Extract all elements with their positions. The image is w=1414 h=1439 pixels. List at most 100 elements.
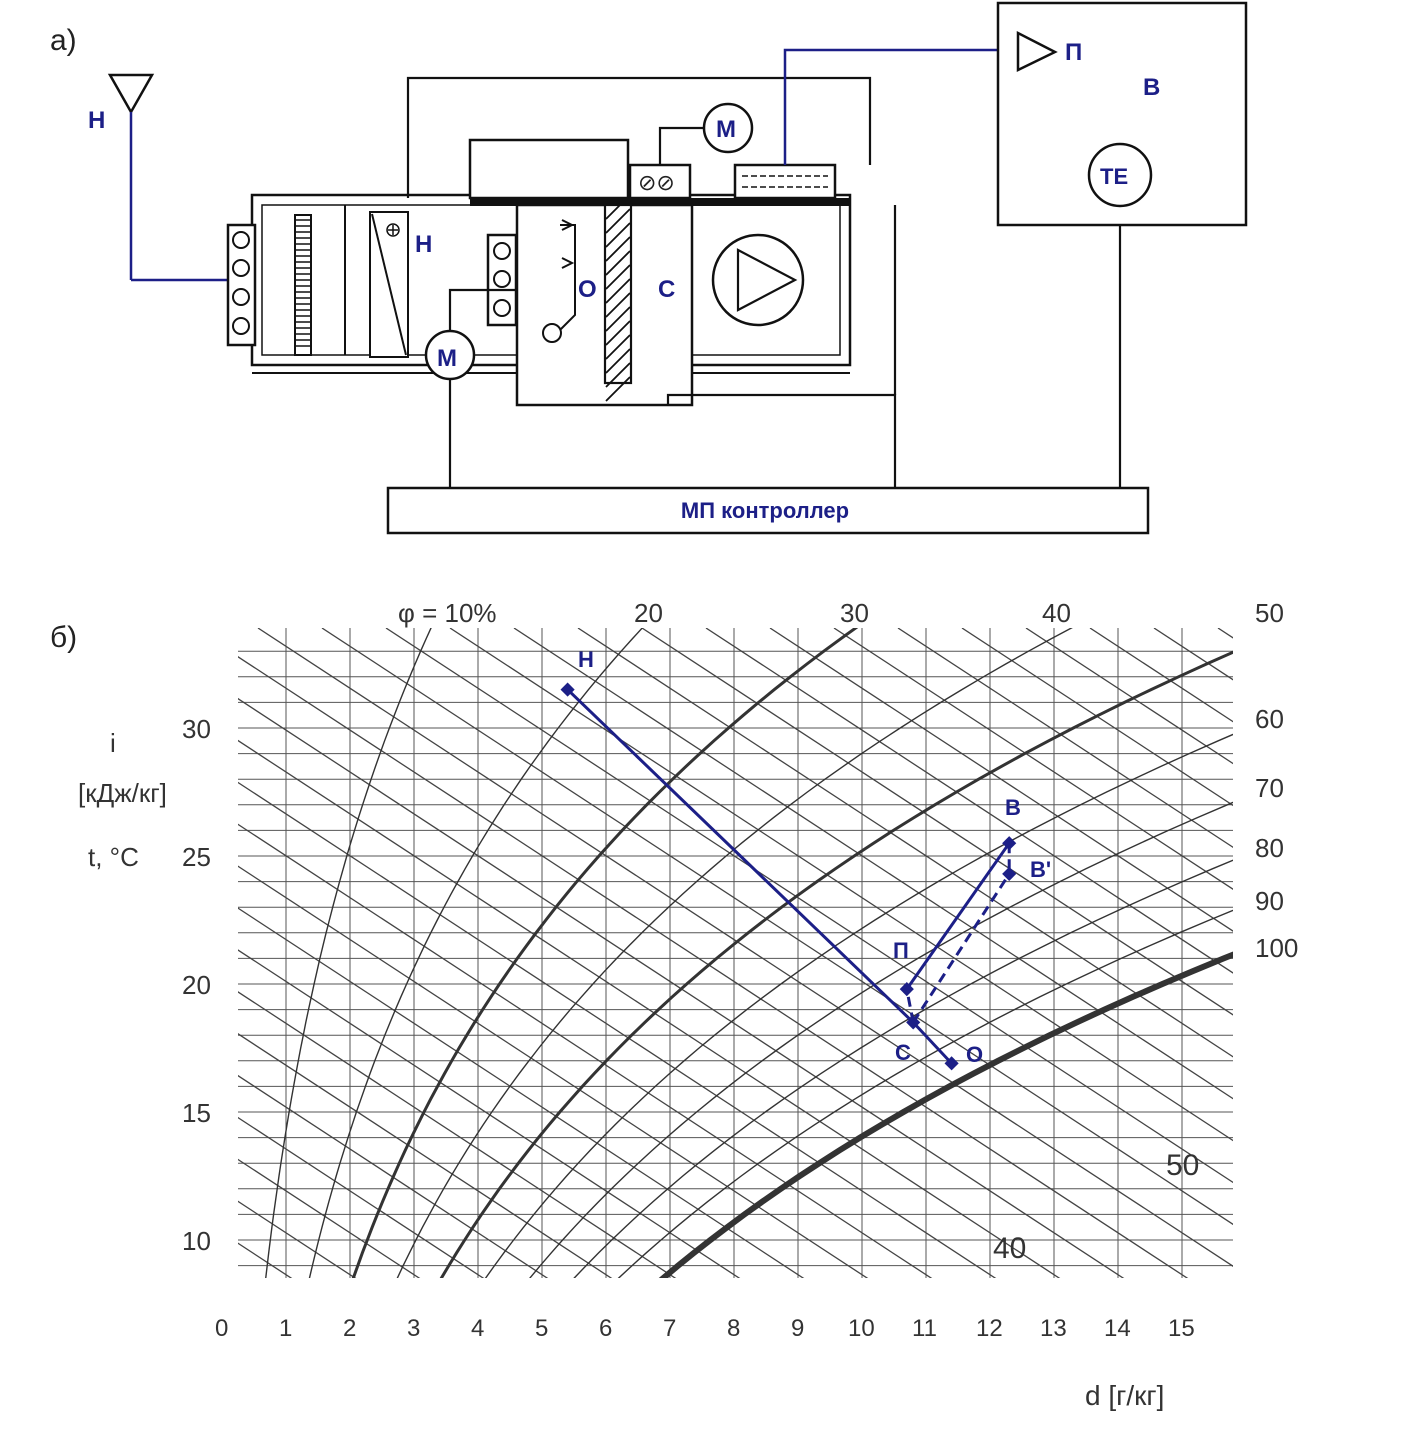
supply-sensor-box [733,163,837,200]
d-tick-2: 2 [343,1315,356,1342]
terminal-block-left [226,223,257,347]
enthalpy-line [577,628,1233,1058]
point-o-label: О [966,1042,983,1067]
process-point [1002,866,1017,881]
enthalpy-line [238,1074,549,1278]
motor-top-label: М [716,116,736,143]
supply-arrow-icon [1016,30,1058,72]
process-point [1002,836,1017,851]
enthalpy-line [833,628,1233,890]
separator-hatch [603,194,633,402]
supply-label: П [1065,39,1082,66]
phi-100-label: 100 [1255,933,1298,963]
d-tick-15: 15 [1168,1315,1195,1342]
x-axis-label: d [г/кг] [1085,1380,1164,1411]
point-p-label: П [893,938,909,963]
humidity-curves [265,628,1233,1278]
enthalpy-line [238,1158,421,1278]
fan-icon [711,233,805,327]
d-tick-10: 10 [848,1315,875,1342]
cooler-label: О [578,276,597,303]
d-tick-12: 12 [976,1315,1003,1342]
rh-curve-40 [396,628,1073,1278]
d-tick-4: 4 [471,1315,484,1342]
d-tick-11: 11 [912,1315,937,1342]
rh-curve-80 [573,859,1233,1278]
d-tick-13: 13 [1040,1315,1067,1342]
rh-curve-20 [308,628,644,1278]
enthalpy-line [321,628,1233,1226]
rh-curve-60 [484,733,1233,1278]
enthalpy-line [1025,628,1233,765]
enthalpy-line [257,628,1233,1267]
rh-curve-90 [617,909,1233,1278]
schematic: а) Н [50,1,1248,535]
process-lines [560,682,1017,1071]
cooler-icon [542,219,576,343]
temp-sensor-label: ТЕ [1100,164,1128,189]
process-line [566,688,915,1024]
enthalpy-line [961,628,1233,807]
enthalpy-line [238,865,869,1278]
enthalpy-line [1410,628,1414,1348]
enthalpy-line [449,628,1233,1142]
rh-curve-50 [439,650,1233,1278]
enthalpy-line [705,628,1233,974]
enthalpy-line [897,628,1233,849]
process-point [944,1056,959,1071]
process-point [899,982,914,997]
chart-grid [238,628,1233,1278]
point-v-prime-label: В' [1030,857,1051,882]
phi-10-label: φ = 10% [398,598,497,628]
fan-section-label: С [658,276,675,303]
svg-text:⊘⊘: ⊘⊘ [638,170,675,195]
enthalpy-line [238,1033,613,1278]
outdoor-air-icon [107,73,238,282]
rh-curve-30 [351,628,859,1278]
phi-50-label: 50 [1255,598,1284,628]
y-axis-label-i: i [110,728,116,758]
enthalpy-line [513,628,1233,1100]
enthalpy-line [238,991,677,1278]
process-point [560,682,575,697]
temp-sensor-icon [1087,142,1153,208]
enthalpy-lines [0,628,1414,1348]
d-tick-3: 3 [407,1315,420,1342]
d-tick-8: 8 [727,1315,740,1342]
phi-60-label: 60 [1255,704,1284,734]
phi-30-label: 30 [840,598,869,628]
y-axis-label-t: t, °C [88,842,139,872]
enthalpy-line [238,949,741,1278]
enthalpy-line [1346,628,1414,1348]
phi-90-label: 90 [1255,886,1284,916]
temp-tick-25: 25 [182,842,211,872]
chart-label: б) [50,621,77,654]
d-tick-14: 14 [1104,1315,1131,1342]
process-line [912,1021,953,1065]
enthalpy-50-label: 50 [1166,1149,1199,1182]
enthalpy-line [641,628,1233,1016]
filter-icon [294,214,312,356]
rh-curve-70 [529,801,1233,1278]
enthalpy-line [238,739,1061,1278]
process-line [911,873,1011,1024]
heater-label: Н [415,231,432,258]
enthalpy-line [0,628,270,1348]
rh-curve-100 [658,951,1233,1278]
heater-icon [369,211,409,358]
enthalpy-line [1282,628,1414,1348]
enthalpy-line [1217,628,1233,639]
cooler-terminals [486,233,518,327]
phi-20-label: 20 [634,598,663,628]
d-tick-0: 0 [215,1315,228,1342]
process-point [906,1015,921,1030]
id-chart: б) i [кДж/кг] t, °C d [г/кг] φ = 10% 20 … [0,598,1414,1411]
room-label: В [1143,74,1160,101]
enthalpy-line [238,823,933,1278]
point-v-label: В [1005,795,1021,820]
controller-box [386,486,1150,535]
d-tick-7: 7 [663,1315,676,1342]
temp-tick-30: 30 [182,714,211,744]
enthalpy-line [238,656,1189,1278]
